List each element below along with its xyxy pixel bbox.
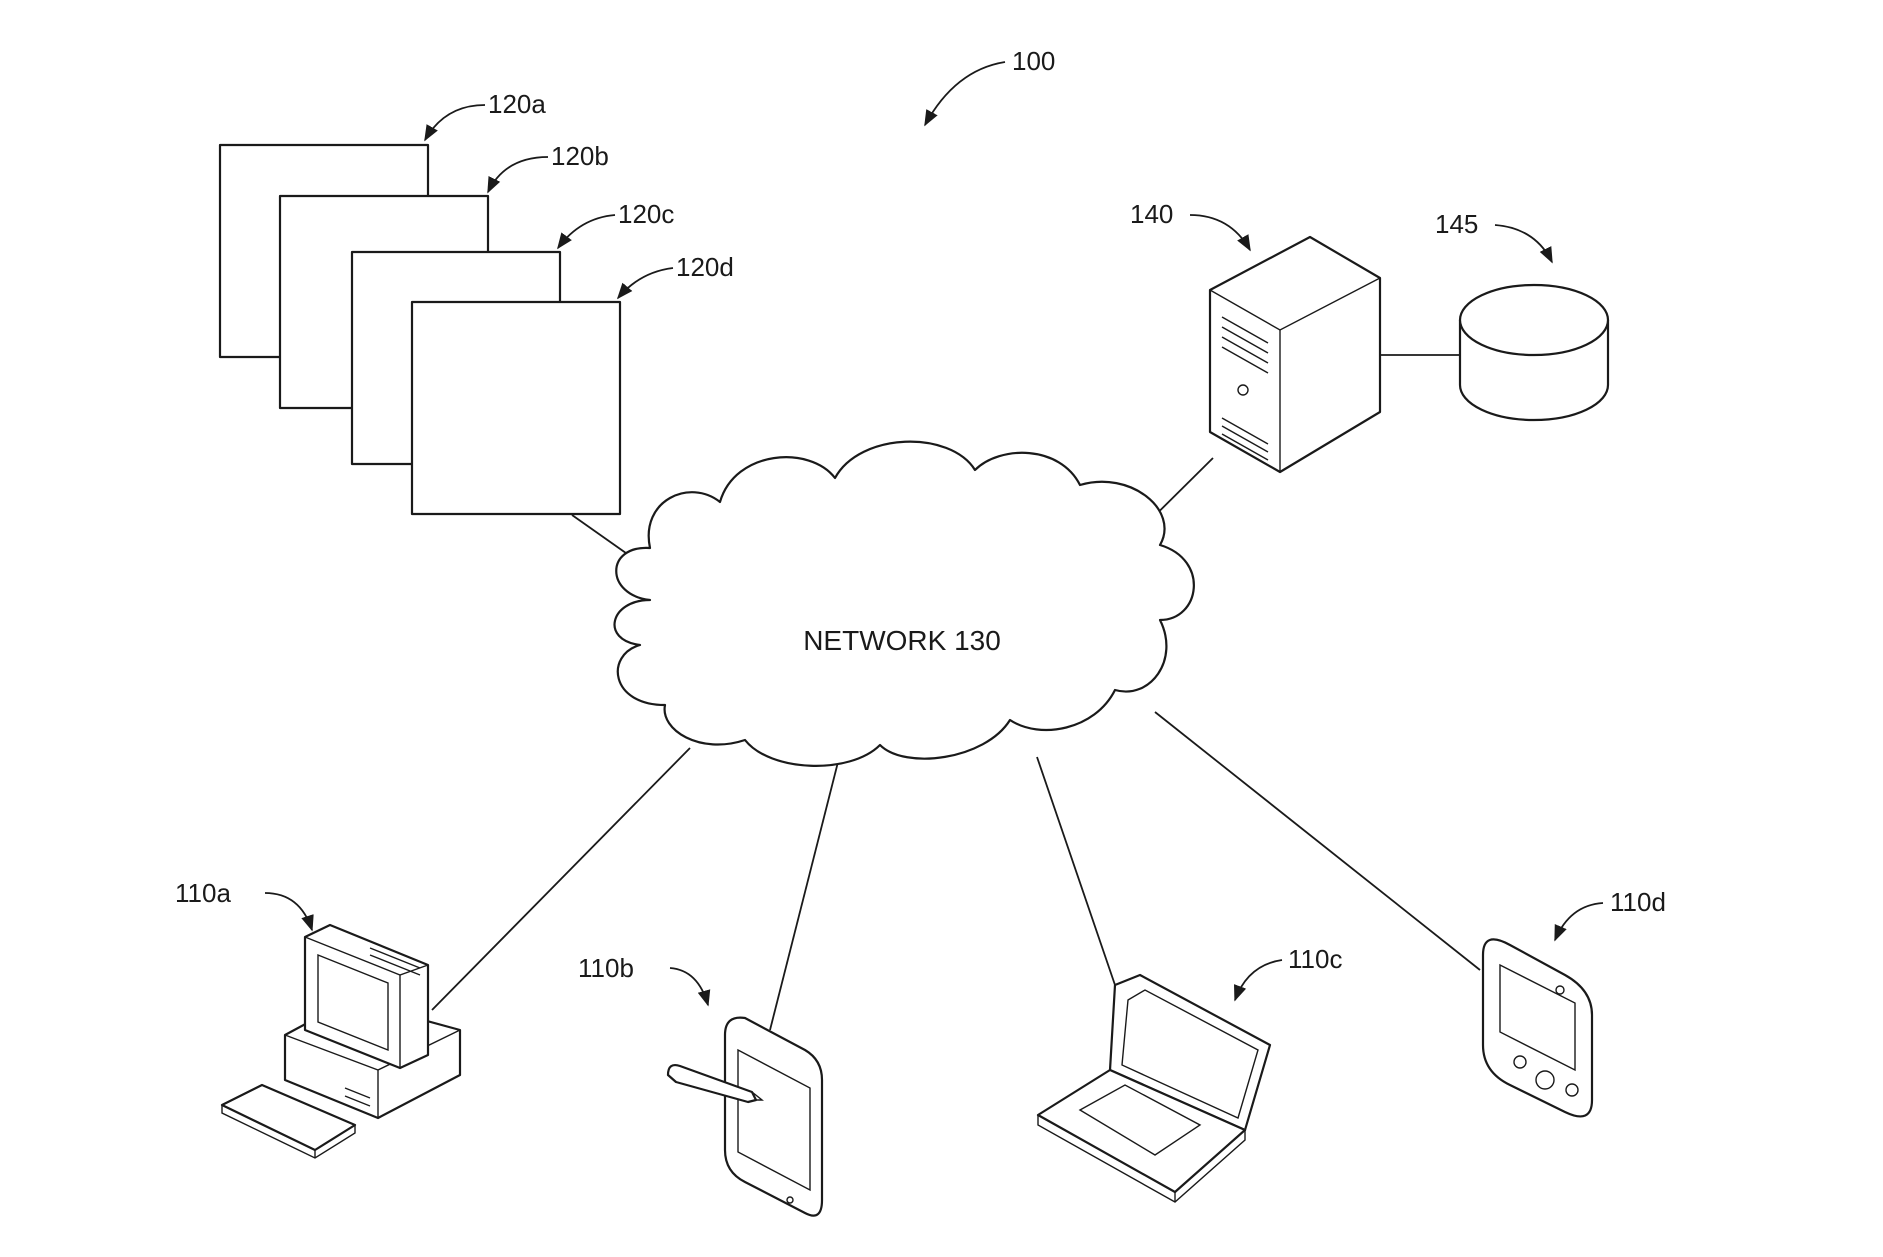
arrow-100: [925, 62, 1005, 125]
label-110b: 110b: [578, 953, 634, 983]
link-handheld-network: [1155, 712, 1480, 970]
arrow-140: [1190, 215, 1250, 250]
arrow-120a: [425, 105, 485, 140]
database-cylinder-icon: [1460, 285, 1608, 420]
arrow-110c: [1235, 960, 1282, 1000]
tablet-with-stylus-icon: [668, 1018, 822, 1216]
label-120b: 120b: [551, 141, 609, 171]
arrow-110a: [265, 893, 312, 930]
arrow-110d: [1555, 903, 1603, 940]
arrow-110b: [670, 968, 708, 1005]
label-120c: 120c: [618, 199, 674, 229]
pda-handheld-icon: [1483, 939, 1592, 1116]
arrow-120d: [618, 268, 673, 298]
label-100: 100: [1012, 46, 1055, 76]
desktop-computer-icon: [222, 925, 460, 1158]
label-140: 140: [1130, 199, 1173, 229]
document-d: [412, 302, 620, 514]
arrow-145: [1495, 225, 1552, 262]
stacked-documents-icon: [220, 145, 620, 514]
arrow-120c: [558, 215, 615, 248]
network-label: NETWORK 130: [803, 625, 1001, 656]
server-tower-icon: [1210, 237, 1380, 472]
link-tablet-network: [770, 762, 838, 1030]
network-cloud-icon: NETWORK 130: [615, 442, 1194, 766]
label-110d: 110d: [1610, 887, 1666, 917]
label-110c: 110c: [1288, 944, 1342, 974]
label-120a: 120a: [488, 89, 546, 119]
label-120d: 120d: [676, 252, 734, 282]
laptop-icon: [1038, 975, 1270, 1202]
link-laptop-network: [1037, 757, 1115, 985]
label-110a: 110a: [175, 878, 231, 908]
link-desktop-network: [432, 748, 690, 1010]
label-145: 145: [1435, 209, 1478, 239]
arrow-120b: [488, 157, 548, 192]
